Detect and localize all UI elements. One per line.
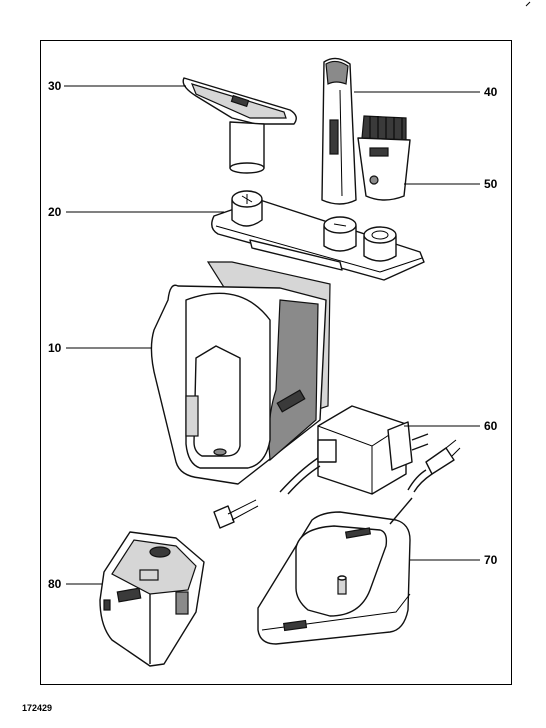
callout-20: 20	[48, 205, 62, 219]
part-60-power-adapter	[213, 405, 461, 529]
callout-70: 70	[484, 553, 498, 567]
leader-lines	[64, 85, 480, 585]
callout-labels: 30 40 50 20 10 60 70 80	[48, 79, 498, 591]
corner-mark	[525, 1, 531, 7]
part-20-accessory-holder	[211, 190, 425, 281]
part-40-crevice-tool	[321, 57, 357, 205]
callout-50: 50	[484, 177, 498, 191]
callout-10: 10	[48, 341, 62, 355]
callout-30: 30	[48, 79, 62, 93]
document-number: 172429	[22, 703, 53, 713]
drawing-frame	[40, 40, 512, 685]
part-50-dusting-brush	[357, 115, 411, 201]
part-10-cradle	[150, 261, 331, 485]
callout-80: 80	[48, 577, 62, 591]
callout-60: 60	[484, 419, 498, 433]
part-80-battery-pack	[99, 531, 205, 667]
part-30-upholstery-nozzle	[182, 77, 297, 174]
part-70-charging-base	[257, 497, 413, 645]
callout-40: 40	[484, 85, 498, 99]
